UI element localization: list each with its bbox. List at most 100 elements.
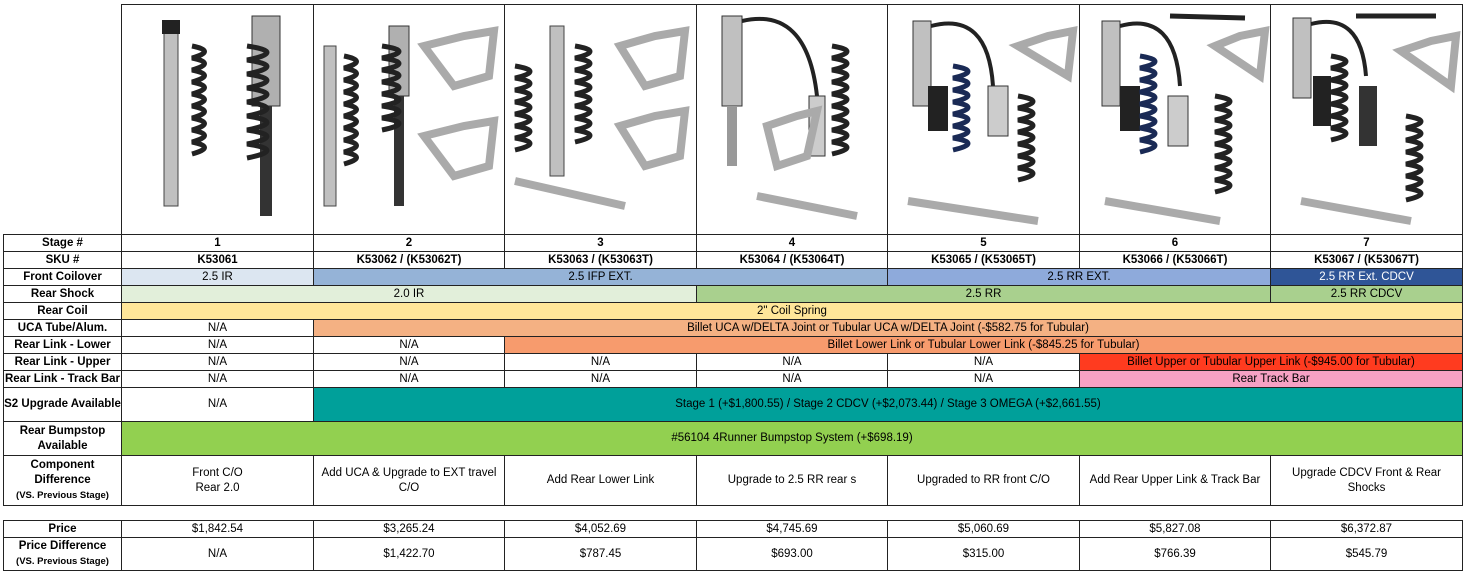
price-value: $5,827.08 [1079,520,1271,538]
price-value: $4,052.69 [504,520,697,538]
row-label: Price [3,520,122,538]
front-coilover-cell: 2.5 IFP EXT. [313,268,888,286]
stage-value: 2 [313,234,505,252]
price-difference-row: Price Difference (VS. Previous Stage) N/… [3,537,1463,571]
component-difference-cell: Upgrade to 2.5 RR rear s [696,455,888,506]
s2-upgrade-cell: Stage 1 (+$1,800.55) / Stage 2 CDCV (+$2… [313,387,1463,422]
stage-value: 3 [504,234,697,252]
rear-link-upper-cell: Billet Upper or Tubular Upper Link (-$94… [1079,353,1463,371]
s2-upgrade-cell: N/A [121,387,314,422]
component-difference-cell: Add Rear Lower Link [504,455,697,506]
component-difference-cell: Front C/O Rear 2.0 [121,455,314,506]
stage-7-image [1270,4,1463,235]
front-coilover-row: Front Coilover 2.5 IR 2.5 IFP EXT. 2.5 R… [3,268,1463,286]
component-difference-cell: Add Rear Upper Link & Track Bar [1079,455,1271,506]
price-value: $4,745.69 [696,520,888,538]
row-label: S2 Upgrade Available [3,387,122,422]
rear-shock-row: Rear Shock 2.0 IR 2.5 RR 2.5 RR CDCV [3,285,1463,303]
uca-row: UCA Tube/Alum. N/A Billet UCA w/DELTA Jo… [3,319,1463,337]
stage-2-image [313,4,505,235]
track-bar-cell: Rear Track Bar [1079,370,1463,388]
front-coilover-cell: 2.5 RR Ext. CDCV [1270,268,1463,286]
price-value: $6,372.87 [1270,520,1463,538]
rear-link-lower-cell: Billet Lower Link or Tubular Lower Link … [504,336,1463,354]
rear-link-lower-cell: N/A [121,336,314,354]
rear-link-upper-cell: N/A [504,353,697,371]
shock-kit-illustration [514,25,690,210]
row-label: Rear Link - Track Bar [3,370,122,388]
front-coilover-cell: 2.5 RR EXT. [887,268,1271,286]
rear-shock-cell: 2.5 RR [696,285,1271,303]
diff-line: Add Rear Upper Link & Track Bar [1089,474,1261,486]
track-bar-cell: N/A [696,370,888,388]
row-label: Front Coilover [3,268,122,286]
comparison-table: Stage # 1 2 3 4 5 6 7 SKU # K53061 K5306… [3,4,1463,571]
bumpstop-cell: #56104 4Runner Bumpstop System (+$698.19… [121,421,1463,456]
uca-cell: N/A [121,319,314,337]
product-image-row [4,4,1463,235]
track-bar-cell: N/A [121,370,314,388]
stage-1-image [121,4,314,235]
sku-value: K53066 / (K53066T) [1079,251,1271,269]
track-bar-cell: N/A [313,370,505,388]
stage-value: 1 [121,234,314,252]
shock-kit-illustration [1101,13,1270,225]
rear-coil-cell: 2" Coil Spring [121,302,1463,320]
price-difference-value: $693.00 [696,537,888,571]
track-bar-cell: N/A [887,370,1080,388]
price-row: Price $1,842.54 $3,265.24 $4,052.69 $4,7… [3,520,1463,538]
price-difference-value: $787.45 [504,537,697,571]
price-difference-value: $1,422.70 [313,537,505,571]
stage-value: 6 [1079,234,1271,252]
stage-row: Stage # 1 2 3 4 5 6 7 [3,234,1463,252]
diff-line: Front C/O [192,466,243,479]
diff-line: Add Rear Lower Link [546,474,655,486]
sku-value: K53065 / (K53065T) [887,251,1080,269]
diff-line: Add UCA & Upgrade to EXT travel [321,466,497,479]
rear-coil-row: Rear Coil 2" Coil Spring [3,302,1463,320]
row-sublabel: (VS. Previous Stage) [16,556,109,567]
rear-link-upper-cell: N/A [696,353,888,371]
sku-value: K53067 / (K53067T) [1270,251,1463,269]
stage-value: 5 [887,234,1080,252]
rear-link-lower-row: Rear Link - Lower N/A N/A Billet Lower L… [3,336,1463,354]
bumpstop-row: Rear Bumpstop Available #56104 4Runner B… [3,421,1463,456]
diff-line: Upgrade to 2.5 RR rear s [727,474,857,486]
row-label: Rear Coil [3,302,122,320]
row-label: Component Difference (VS. Previous Stage… [3,455,122,506]
rear-shock-cell: 2.0 IR [121,285,697,303]
rear-shock-cell: 2.5 RR CDCV [1270,285,1463,303]
rear-link-upper-row: Rear Link - Upper N/A N/A N/A N/A N/A Bi… [3,353,1463,371]
sku-value: K53062 / (K53062T) [313,251,505,269]
sku-value: K53064 / (K53064T) [696,251,888,269]
diff-line: Upgrade CDCV Front & Rear [1292,466,1441,479]
stage-6-image [1079,4,1271,235]
row-label: Stage # [3,234,122,252]
row-label: Rear Bumpstop Available [3,421,122,456]
shock-kit-illustration [323,25,499,206]
row-sublabel: (VS. Previous Stage) [16,490,109,501]
rear-link-upper-cell: N/A [121,353,314,371]
diff-line: Rear 2.0 [195,481,240,494]
stage-5-image [887,4,1080,235]
diff-line: Shocks [1347,481,1386,494]
row-label-text: Price Difference [18,540,107,552]
rear-link-lower-cell: N/A [313,336,505,354]
track-bar-row: Rear Link - Track Bar N/A N/A N/A N/A N/… [3,370,1463,388]
stage-4-image [696,4,888,235]
spacer-row [4,506,1463,521]
price-difference-value: $766.39 [1079,537,1271,571]
s2-upgrade-row: S2 Upgrade Available N/A Stage 1 (+$1,80… [3,387,1463,422]
price-difference-value: N/A [121,537,314,571]
row-label: Rear Link - Lower [3,336,122,354]
sku-row: SKU # K53061 K53062 / (K53062T) K53063 /… [3,251,1463,269]
row-label: Rear Link - Upper [3,353,122,371]
stage-3-image [504,4,697,235]
shock-kit-illustration [907,20,1078,225]
rear-link-upper-cell: N/A [313,353,505,371]
stage-value: 7 [1270,234,1463,252]
price-difference-value: $545.79 [1270,537,1463,571]
component-difference-row: Component Difference (VS. Previous Stage… [3,455,1463,506]
